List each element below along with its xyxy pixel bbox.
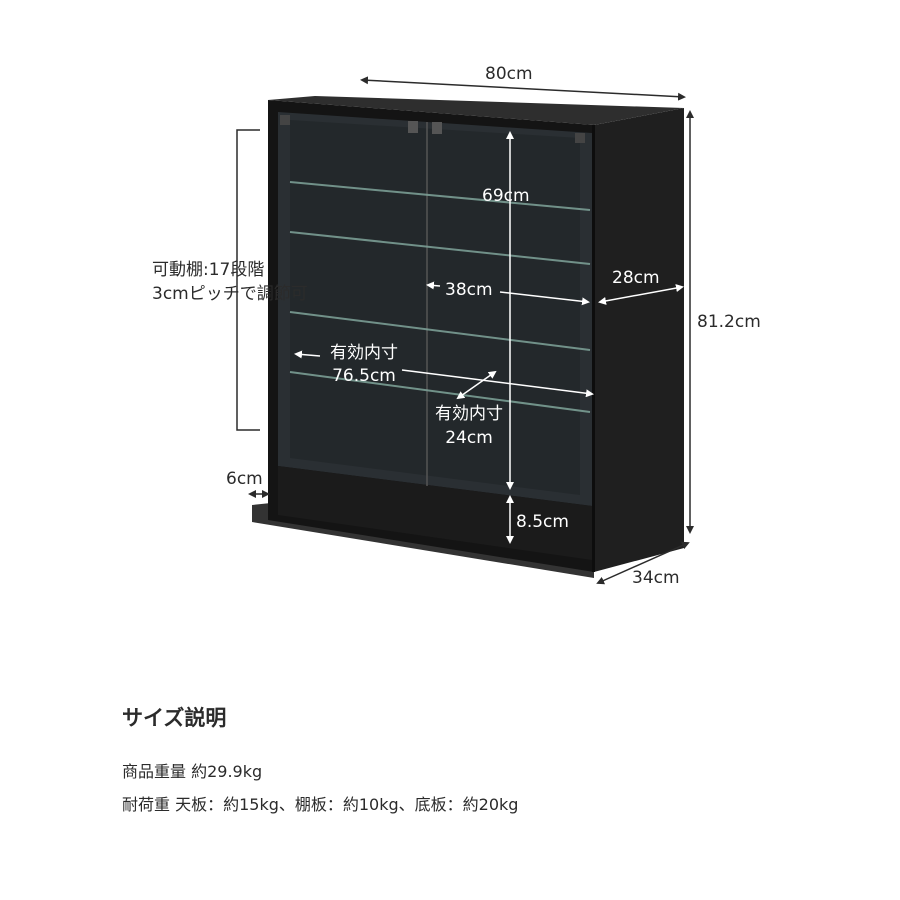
- depth-arrow: [596, 541, 690, 585]
- width-label: 80cm: [485, 64, 533, 84]
- hinge-top-left: [408, 121, 418, 133]
- shelf-note-line2: 3cmピッチで調節可: [152, 284, 308, 304]
- shelf-range-bracket: [236, 129, 260, 431]
- cabinet-side-panel: [594, 108, 684, 572]
- hinge-top-right: [432, 122, 442, 134]
- shelf-4: [289, 371, 591, 413]
- depth-label: 34cm: [632, 568, 680, 588]
- spec-load: 耐荷重 天板：約15kg、棚板：約10kg、底板：約20kg: [122, 795, 519, 814]
- shelf-width-arrow-right: [499, 291, 590, 306]
- shelf-1: [289, 181, 591, 211]
- shelf-width-arrow-left: [426, 281, 441, 290]
- inner-depth-label: 28cm: [612, 268, 660, 288]
- inner-height-label: 69cm: [482, 186, 530, 206]
- shelf-2: [289, 231, 591, 265]
- inner-width-value: 76.5cm: [332, 366, 396, 386]
- shelf-3: [289, 311, 591, 351]
- inner-width-arrow-left: [294, 350, 321, 359]
- hinge-left: [280, 115, 290, 125]
- cabinet-top: [268, 96, 684, 125]
- inner-width-arrow-right: [401, 369, 594, 398]
- inner-width-caption: 有効内寸: [330, 343, 398, 363]
- cabinet-diagram: [236, 76, 694, 585]
- base-height-label: 8.5cm: [516, 512, 569, 532]
- spec-weight: 商品重量 約29.9kg: [122, 762, 263, 781]
- hinge-right: [575, 133, 585, 143]
- shelf-note-line1: 可動棚:17段階: [152, 260, 265, 280]
- glass-shelves: [289, 181, 591, 413]
- cabinet: [252, 96, 684, 578]
- shelf-width-label: 38cm: [445, 280, 493, 300]
- cabinet-side-edge: [592, 125, 595, 572]
- width-arrow: [360, 76, 686, 101]
- shelf-depth-arrow: [456, 370, 497, 400]
- shelf-depth-value: 24cm: [445, 428, 493, 448]
- plinth-label: 6cm: [226, 469, 263, 489]
- height-label: 81.2cm: [697, 312, 761, 332]
- section-title: サイズ説明: [122, 706, 227, 730]
- dimension-lines: [236, 76, 694, 585]
- shelf-depth-caption: 有効内寸: [435, 404, 503, 424]
- inner-depth-arrow: [598, 284, 684, 305]
